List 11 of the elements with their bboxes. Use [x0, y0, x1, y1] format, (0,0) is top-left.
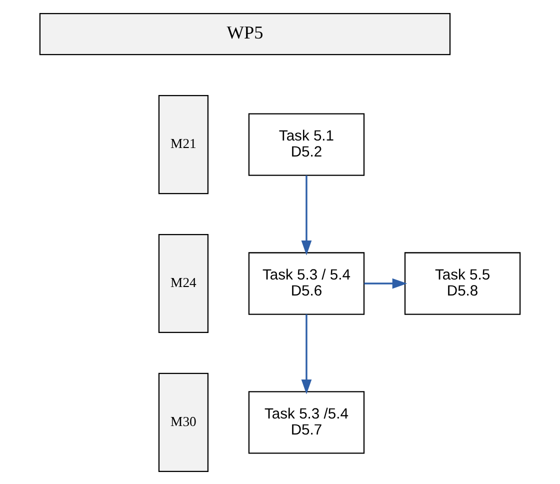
- node-box: Task 5.1 D5.2: [248, 112, 365, 176]
- node-box: M21: [158, 94, 209, 194]
- arrow: [301, 174, 312, 255]
- arrow: [364, 278, 408, 288]
- node-box: M24: [158, 233, 209, 333]
- node-box: WP5: [39, 12, 451, 55]
- node-box: Task 5.5 D5.8: [404, 252, 521, 314]
- node-box: Task 5.3 /5.4 D5.7: [248, 390, 365, 454]
- arrow: [301, 314, 312, 394]
- node-box: M30: [158, 372, 209, 472]
- node-box: Task 5.3 / 5.4 D5.6: [248, 252, 365, 314]
